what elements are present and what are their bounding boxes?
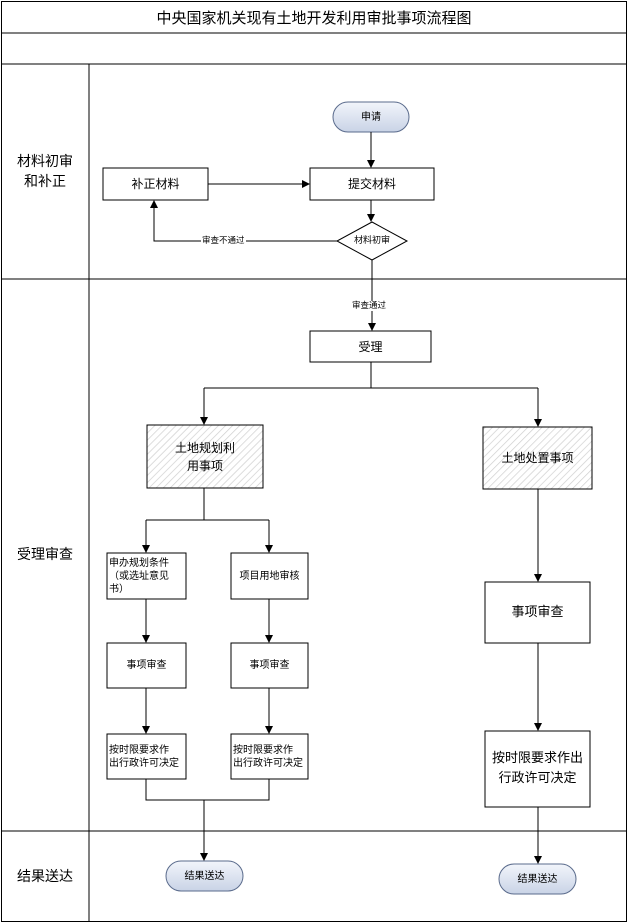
apply-planning-line1: 申办规划条件	[109, 557, 169, 569]
lane-label-result-delivery: 结果送达	[17, 868, 73, 885]
land-planning-line1: 土地规划利	[174, 440, 235, 455]
apply-planning-line2: （或选址意见	[109, 570, 169, 582]
edge-label-review-fail: 审查不通过	[201, 236, 246, 246]
review-right-box	[484, 581, 591, 644]
diagram-title: 中央国家机关现有土地开发利用审批事项流程图	[156, 8, 472, 27]
decision-right-line2: 行政许可决定	[498, 771, 577, 786]
submit-box	[309, 167, 435, 201]
project-land-review-label[interactable]: 项目用地审核	[239, 570, 300, 582]
decision-left-line2: 出行政许可决定	[109, 757, 179, 769]
review-left-box	[106, 642, 187, 689]
decision-right-label[interactable]: 按时限要求作出 行政许可决定	[485, 731, 590, 807]
flow-connectors	[142, 132, 542, 864]
deliver-left-label[interactable]: 结果送达	[184, 870, 225, 882]
apply-label[interactable]: 申请	[361, 111, 381, 123]
initial-review-label[interactable]: 材料初审	[353, 235, 390, 246]
accept-label[interactable]: 受理	[358, 339, 383, 354]
edge-label-review-pass: 审查通过	[351, 301, 388, 311]
decision-left-box	[106, 733, 187, 780]
decision-mid-line1: 按时限要求作	[233, 744, 293, 756]
decision-right-line1: 按时限要求作出	[491, 751, 583, 766]
decision-mid-label[interactable]: 按时限要求作 出行政许可决定	[231, 734, 308, 779]
review-mid-box	[230, 642, 309, 689]
lane-label-acceptance-review: 受理审查	[17, 547, 73, 563]
apply-planning-label[interactable]: 申办规划条件 （或选址意见 书）	[107, 553, 186, 599]
review-left-label[interactable]: 事项审查	[126, 660, 167, 671]
apply-planning-line3: 书）	[109, 583, 129, 595]
flow-shapes	[102, 101, 593, 895]
submit-label[interactable]: 提交材料	[347, 177, 396, 191]
decision-left-label[interactable]: 按时限要求作 出行政许可决定	[107, 734, 186, 779]
review-right-label[interactable]: 事项审查	[511, 604, 564, 620]
decision-left-line1: 按时限要求作	[109, 744, 169, 756]
lane-label-initial-review-line2: 和补正	[24, 173, 66, 190]
decision-mid-line2: 出行政许可决定	[233, 757, 303, 769]
supplement-label[interactable]: 补正材料	[131, 177, 180, 191]
review-mid-label[interactable]: 事项审查	[249, 660, 290, 671]
land-disposal-label[interactable]: 土地处置事项	[501, 451, 574, 465]
deliver-right-label[interactable]: 结果送达	[517, 873, 558, 885]
land-planning-box	[146, 424, 264, 489]
lane-label-initial-review-line1: 材料初审	[17, 153, 73, 170]
land-planning-line2: 用事项	[186, 458, 223, 473]
lane-label-initial-review: 材料初审 和补正	[2, 64, 88, 279]
decision-mid-box	[230, 733, 309, 780]
deliver-right-node	[498, 863, 577, 895]
deliver-left-node	[165, 860, 244, 892]
land-planning-label[interactable]: 土地规划利 用事项	[147, 425, 263, 488]
project-land-review-box	[230, 552, 309, 600]
